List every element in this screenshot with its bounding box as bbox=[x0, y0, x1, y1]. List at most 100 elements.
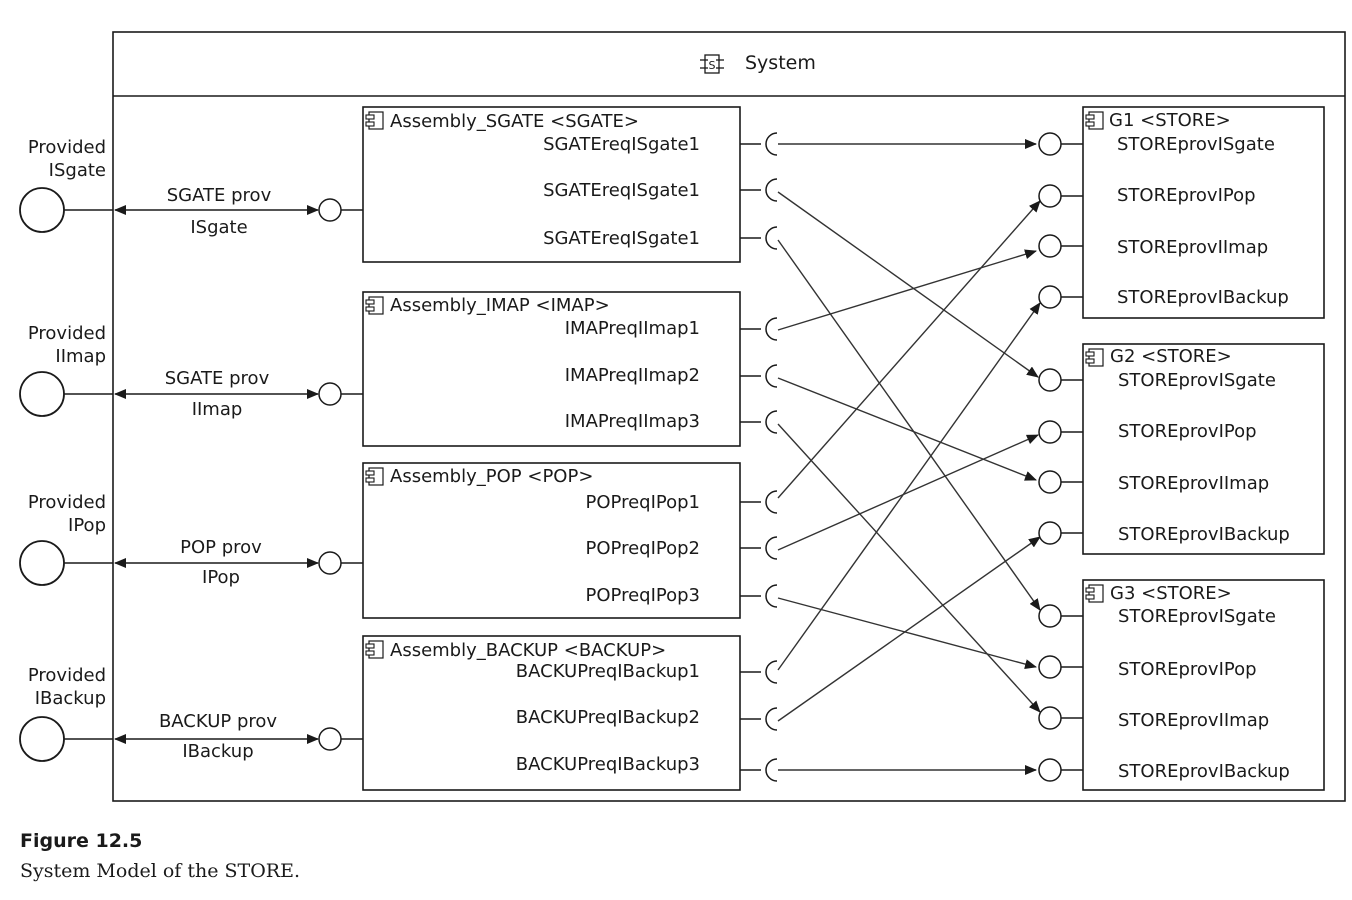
required-socket bbox=[740, 364, 778, 388]
assembly-connector bbox=[777, 302, 1041, 671]
provided-port-label: Provided bbox=[28, 137, 106, 158]
system-frame bbox=[112, 31, 1346, 802]
required-port-label: POPreqIPop2 bbox=[586, 538, 700, 559]
component-icon bbox=[1085, 348, 1104, 367]
component-box bbox=[362, 462, 741, 619]
required-port-label: BACKUPreqIBackup1 bbox=[516, 661, 700, 682]
required-port-label: POPreqIPop3 bbox=[586, 585, 700, 606]
required-socket bbox=[740, 178, 778, 202]
provided-lollipop bbox=[1038, 132, 1083, 156]
component-box bbox=[1082, 579, 1325, 791]
required-port-label: BACKUPreqIBackup3 bbox=[516, 754, 700, 775]
provided-port-label: Provided bbox=[28, 492, 106, 513]
component-icon bbox=[365, 467, 384, 486]
provided-port-label: STOREprovISgate bbox=[1118, 606, 1276, 627]
component-title: G3 <STORE> bbox=[1110, 583, 1232, 604]
figure-number: Figure 12.5 bbox=[20, 830, 143, 852]
component-title: Assembly_IMAP <IMAP> bbox=[390, 295, 610, 316]
required-socket bbox=[740, 226, 778, 250]
required-socket bbox=[740, 660, 778, 684]
assembly-connector bbox=[777, 423, 1041, 713]
provided-port-label: STOREprovIBackup bbox=[1117, 287, 1289, 308]
required-port-label: SGATEreqISgate1 bbox=[543, 134, 700, 155]
provided-interface-circle bbox=[19, 187, 65, 233]
delegation-label: BACKUP prov bbox=[159, 711, 277, 732]
component-box bbox=[362, 635, 741, 791]
provided-port-label: STOREprovIImap bbox=[1118, 710, 1269, 731]
component-box bbox=[362, 106, 741, 263]
provided-lollipop bbox=[1038, 420, 1083, 444]
provided-interface-circle bbox=[19, 540, 65, 586]
assembly-connector bbox=[777, 200, 1041, 499]
component-icon bbox=[365, 296, 384, 315]
provided-lollipop bbox=[1038, 285, 1083, 309]
assembly-provided-circle bbox=[318, 198, 342, 222]
store-lollipops bbox=[1038, 132, 1083, 782]
required-socket bbox=[740, 584, 778, 608]
subsystem-icon: S bbox=[700, 54, 724, 74]
required-socket bbox=[740, 410, 778, 434]
provided-interface-circle bbox=[19, 716, 65, 762]
provided-port-label: STOREprovIPop bbox=[1118, 659, 1257, 680]
assembly-connector bbox=[777, 434, 1039, 551]
component-icon bbox=[1085, 111, 1104, 130]
component-box bbox=[362, 291, 741, 447]
component-title: G1 <STORE> bbox=[1109, 110, 1231, 131]
assembly-provided-circle bbox=[318, 382, 342, 406]
assembly-connectors bbox=[777, 139, 1041, 775]
component-title: Assembly_POP <POP> bbox=[390, 466, 593, 487]
store-g1: G1 <STORE> STOREprovISgate STOREprovIPop… bbox=[1082, 106, 1325, 319]
provided-port-label: STOREprovIImap bbox=[1117, 237, 1268, 258]
provided-port-label: STOREprovISgate bbox=[1118, 370, 1276, 391]
required-port-label: IMAPreqIImap2 bbox=[565, 365, 700, 386]
assembly-connector bbox=[777, 377, 1037, 481]
assembly-provided-circle bbox=[318, 727, 342, 751]
required-port-label: BACKUPreqIBackup2 bbox=[516, 707, 700, 728]
required-port-label: IMAPreqIImap3 bbox=[565, 411, 700, 432]
component-title: Assembly_SGATE <SGATE> bbox=[390, 111, 639, 132]
required-socket bbox=[740, 536, 778, 560]
provided-lollipop bbox=[1038, 368, 1083, 392]
provided-port-label: ISgate bbox=[49, 160, 106, 181]
provided-port-label: IBackup bbox=[35, 688, 106, 709]
provided-port-ibackup: Provided IBackup BACKUP prov IBackup bbox=[19, 665, 363, 762]
assembly-connector bbox=[777, 239, 1041, 611]
delegation-label: IBackup bbox=[182, 741, 253, 762]
delegation-label: SGATE prov bbox=[167, 185, 272, 206]
required-port-label: IMAPreqIImap1 bbox=[565, 318, 700, 339]
provided-port-label: STOREprovIBackup bbox=[1118, 761, 1290, 782]
required-socket bbox=[740, 132, 778, 156]
provided-interface-circle bbox=[19, 371, 65, 417]
component-icon bbox=[365, 640, 384, 659]
required-socket bbox=[740, 758, 778, 782]
store-g2: G2 <STORE> STOREprovISgate STOREprovIPop… bbox=[1082, 343, 1325, 555]
provided-port-label: STOREprovIImap bbox=[1118, 473, 1269, 494]
provided-port-label: STOREprovIPop bbox=[1118, 421, 1257, 442]
provided-port-label: Provided bbox=[28, 665, 106, 686]
required-socket bbox=[740, 317, 778, 341]
provided-lollipop bbox=[1038, 184, 1083, 208]
required-port-label: SGATEreqISgate1 bbox=[543, 228, 700, 249]
delegation-label: ISgate bbox=[190, 217, 247, 238]
required-port-label: POPreqIPop1 bbox=[586, 492, 700, 513]
assembly-connector bbox=[777, 536, 1041, 722]
required-socket bbox=[740, 707, 778, 731]
provided-port-iimap: Provided IImap SGATE prov IImap bbox=[19, 323, 363, 420]
delegation-label: IPop bbox=[202, 567, 240, 588]
provided-port-isgate: Provided ISgate SGATE prov ISgate bbox=[19, 137, 363, 238]
figure-caption: System Model of the STORE. bbox=[20, 860, 300, 882]
assembly-pop: Assembly_POP <POP> POPreqIPop1 POPreqIPo… bbox=[362, 462, 741, 619]
assembly-sgate: Assembly_SGATE <SGATE> SGATEreqISgate1 S… bbox=[362, 106, 741, 263]
provided-lollipop bbox=[1038, 604, 1083, 628]
system-title: System bbox=[745, 52, 816, 74]
required-socket bbox=[740, 490, 778, 514]
assembly-provided-circle bbox=[318, 551, 342, 575]
required-sockets bbox=[740, 132, 778, 782]
provided-port-label: IPop bbox=[68, 515, 106, 536]
provided-lollipop bbox=[1038, 521, 1083, 545]
assembly-connector bbox=[777, 249, 1037, 331]
required-port-label: SGATEreqISgate1 bbox=[543, 180, 700, 201]
provided-lollipop bbox=[1038, 706, 1083, 730]
provided-lollipop bbox=[1038, 758, 1083, 782]
